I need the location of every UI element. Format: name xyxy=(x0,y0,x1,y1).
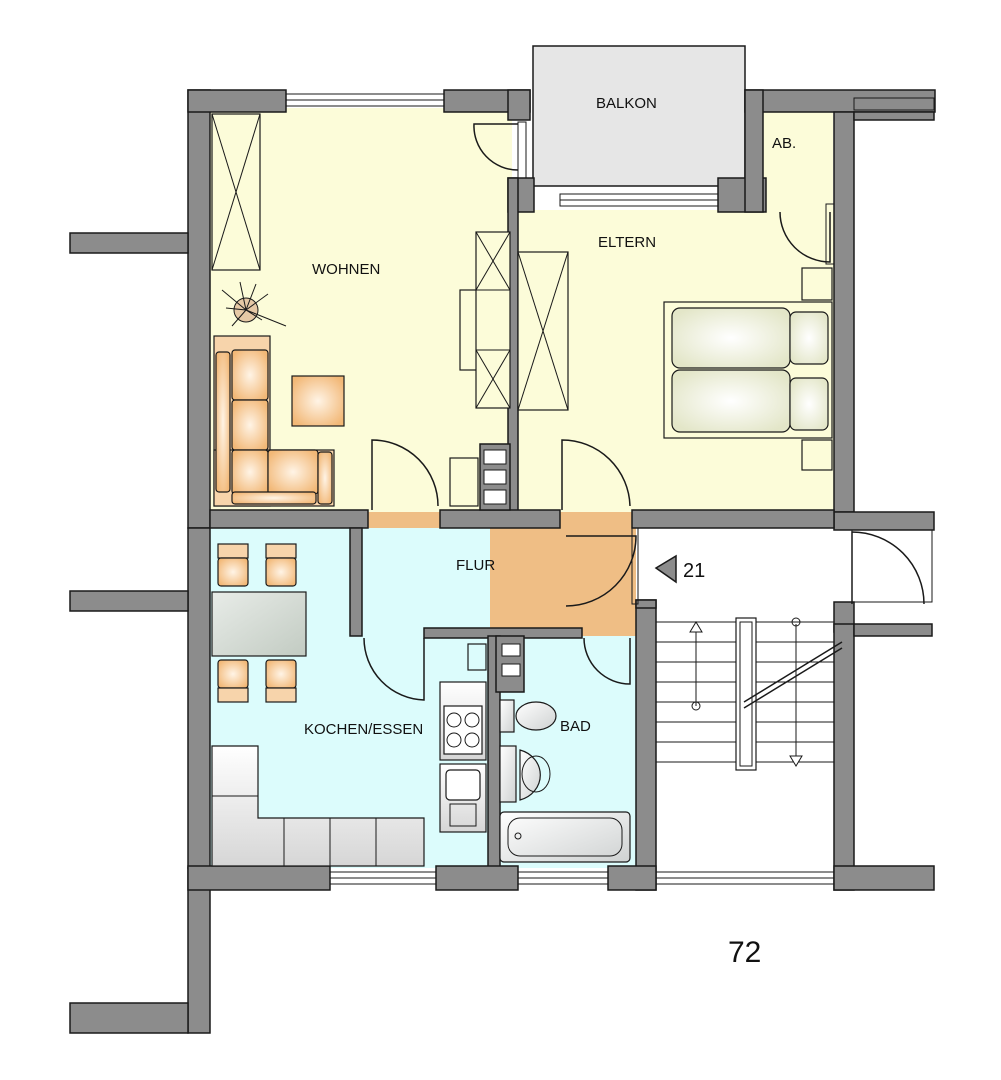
tv-unit xyxy=(459,231,511,409)
label-balkon: BALKON xyxy=(596,95,657,112)
wall-ab-left xyxy=(744,89,764,213)
door-kitchen xyxy=(363,637,425,701)
eltern-furniture xyxy=(517,251,833,471)
plant-icon xyxy=(221,281,287,327)
stove xyxy=(439,681,487,761)
wall-right-mid xyxy=(833,511,935,531)
doors xyxy=(363,121,933,701)
wall-bottom-a xyxy=(187,865,331,891)
wall-top-d xyxy=(744,89,936,113)
label-wohnen: WOHNEN xyxy=(312,261,380,278)
dining-table xyxy=(211,591,307,657)
nightstand-top xyxy=(801,267,833,301)
wall-flur-left xyxy=(349,527,363,637)
double-bed xyxy=(663,301,833,439)
heater-box xyxy=(449,457,479,507)
label-flur: FLUR xyxy=(456,557,495,574)
label-bad: BAD xyxy=(560,718,591,735)
door-wohnen xyxy=(371,439,439,510)
unit-number: 72 xyxy=(728,936,761,969)
kitchen-furniture xyxy=(211,543,487,867)
wall-flur-top-b xyxy=(439,509,561,529)
wardrobe xyxy=(517,251,569,411)
wohnen-furniture xyxy=(211,113,511,507)
bath-vents xyxy=(501,643,521,677)
door-bad xyxy=(583,637,631,685)
stair-arrow-up-icon xyxy=(689,621,703,711)
wall-top-c xyxy=(507,89,531,121)
wall-stair-left xyxy=(635,599,657,891)
wall-stub-2 xyxy=(69,590,189,612)
wall-right-lower xyxy=(833,623,855,891)
wall-right-bottom xyxy=(833,865,935,891)
stair-cut-line xyxy=(743,647,843,709)
wall-right-upper xyxy=(833,111,855,513)
floor-ab xyxy=(763,112,833,210)
toilet xyxy=(499,699,557,733)
room-labels: WOHNEN BALKON AB. ELTERN FLUR KOCHEN/ESS… xyxy=(304,95,796,969)
nightstand-bottom xyxy=(801,439,833,471)
wall-stair-top xyxy=(635,599,657,609)
stair-banister xyxy=(735,617,757,771)
stair-arrow-down-icon xyxy=(789,617,803,767)
wall-flur-top-c xyxy=(631,509,835,529)
floor-balkon xyxy=(532,45,746,187)
bath-fixtures xyxy=(499,643,631,863)
wall-left-upper xyxy=(187,89,211,529)
sofa-corner xyxy=(213,335,335,507)
windows xyxy=(285,93,935,885)
wall-top-a xyxy=(187,89,287,113)
bathtub xyxy=(499,811,631,863)
kitchen-sink xyxy=(439,763,487,833)
wall-right-top xyxy=(853,111,935,121)
wall-left-tail xyxy=(187,867,211,1034)
entrance-marker: 21 xyxy=(654,554,705,584)
door-eltern xyxy=(561,439,631,510)
chairs-top xyxy=(217,543,297,587)
coffee-table xyxy=(291,375,345,427)
staircase xyxy=(656,617,843,771)
wall-bottom-b xyxy=(435,865,519,891)
label-eltern: ELTERN xyxy=(598,234,656,251)
entrance-number: 21 xyxy=(683,560,705,582)
door-ab xyxy=(779,203,835,265)
label-kochen: KOCHEN/ESSEN xyxy=(304,721,423,738)
wall-stub-3 xyxy=(69,1002,189,1034)
wall-left-lower xyxy=(187,527,211,869)
wall-bottom-c xyxy=(607,865,657,891)
chairs-bottom xyxy=(217,659,297,703)
window-stair-top xyxy=(853,97,935,111)
door-entrance xyxy=(565,527,639,607)
chimney-vents xyxy=(483,449,507,505)
cabinet-wohnen-tall xyxy=(211,113,261,271)
door-balkon xyxy=(473,121,527,179)
wall-right-stub-2 xyxy=(853,623,933,637)
wall-flur-top-a xyxy=(209,509,369,529)
label-ab: AB. xyxy=(772,135,796,152)
wall-stub-1 xyxy=(69,232,189,254)
fridge-box xyxy=(467,643,487,671)
washbasin xyxy=(499,745,551,803)
triangle-marker-icon xyxy=(654,554,677,584)
door-stairwell xyxy=(851,529,933,605)
walls xyxy=(69,89,936,1034)
kitchen-counter xyxy=(211,745,425,867)
